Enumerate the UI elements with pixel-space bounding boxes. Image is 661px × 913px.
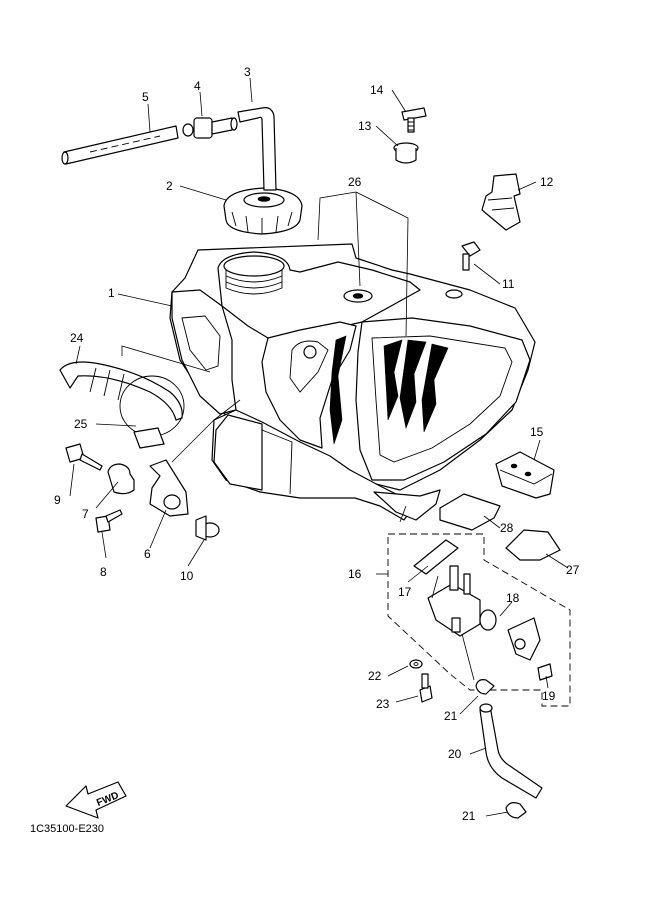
callout-16: 16	[348, 567, 362, 581]
callout-3: 3	[244, 65, 251, 79]
leader-lines	[69, 77, 569, 817]
callout-10: 10	[180, 569, 194, 583]
diagram-code: 1C35100-E230	[30, 823, 104, 835]
bolt-8	[95, 509, 123, 533]
drain-bolt	[419, 673, 433, 703]
fwd-arrow-icon: FWD	[65, 781, 127, 819]
callout-12: 12	[540, 175, 554, 189]
drain-hose	[61, 125, 179, 165]
strap	[119, 375, 185, 449]
collar-10	[195, 515, 220, 541]
callout-17: 17	[398, 585, 412, 599]
hose-clip-lower	[505, 802, 527, 819]
callout-25: 25	[74, 417, 88, 431]
callout-6: 6	[144, 547, 151, 561]
callout-9: 9	[54, 493, 61, 507]
callout-8: 8	[100, 565, 107, 579]
hose-joint	[182, 117, 238, 139]
fuel-cock	[413, 539, 553, 681]
bolt-9	[65, 443, 103, 471]
callout-28: 28	[500, 521, 514, 535]
fuel-cock-assembly-outline	[387, 533, 571, 707]
callout-1: 1	[108, 286, 115, 300]
breather-hose	[237, 107, 277, 191]
collar	[393, 142, 419, 164]
callout-22: 22	[368, 669, 382, 683]
callout-2: 2	[166, 179, 173, 193]
callout-27: 27	[566, 563, 580, 577]
callout-18: 18	[506, 591, 520, 605]
callout-20: 20	[448, 747, 462, 761]
damper-15	[495, 451, 555, 499]
callout-24: 24	[70, 331, 84, 345]
clip	[481, 173, 521, 231]
callout-19: 19	[542, 689, 556, 703]
bolt	[401, 107, 427, 133]
hose-clip	[475, 679, 495, 695]
fuel-tank	[169, 243, 536, 521]
bracket	[149, 459, 189, 517]
fuel-cap	[223, 187, 303, 235]
washer	[409, 659, 423, 669]
callout-15: 15	[530, 425, 544, 439]
callout-4: 4	[194, 79, 201, 93]
fuel-hose	[479, 703, 543, 799]
band	[59, 361, 183, 421]
callout-26: 26	[348, 175, 362, 189]
callout-21: 21	[444, 709, 458, 723]
screw	[461, 241, 481, 271]
callout-11: 11	[502, 277, 515, 291]
callout-23: 23	[376, 697, 390, 711]
sponge	[439, 493, 501, 531]
callout-7: 7	[82, 507, 89, 521]
callout-14: 14	[370, 83, 384, 97]
callout-13: 13	[358, 119, 372, 133]
cover	[505, 529, 561, 561]
callout-labels: 1 2 3 4 5 6 7 8 9 10 11 12 13 14 15 16 1…	[54, 65, 580, 823]
callout-21-lower: 21	[462, 809, 476, 823]
callout-5: 5	[142, 90, 149, 104]
